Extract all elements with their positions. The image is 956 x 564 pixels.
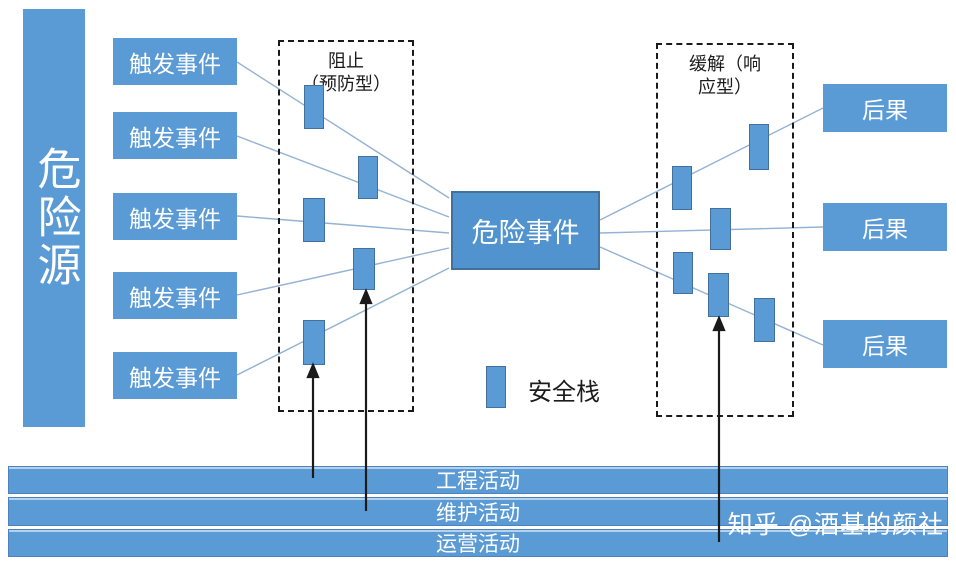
safety-barrier [749,124,769,170]
activity-bar-maintenance: 维护活动 [8,497,948,526]
safety-barrier [672,166,692,210]
trigger-event-box: 触发事件 [113,38,237,85]
activity-bar-operations: 运营活动 [8,529,948,557]
mitigation-label-line1: 缓解（响 [689,54,761,74]
safety-barrier-legend-swatch [486,366,506,408]
trigger-event-box: 触发事件 [113,193,237,240]
zhihu-watermark: 知乎 @酒基的颜社 [727,511,944,539]
prevention-barriers-group: 阻止 （预防型） [278,40,414,412]
safety-barrier [708,273,729,317]
prevention-label-line2: （预防型） [301,74,391,94]
prevention-label-line1: 阻止 [328,51,364,71]
hazard-source-box: 危险源 [23,9,85,427]
safety-barrier [358,156,378,199]
consequence-box: 后果 [823,203,947,251]
trigger-event-box: 触发事件 [113,352,237,399]
safety-barrier [710,208,731,250]
activity-bar-engineering: 工程活动 [8,466,948,494]
safety-barrier-legend-label: 安全栈 [528,379,600,406]
consequence-box: 后果 [823,320,947,368]
mitigation-label-line2: 应型） [698,77,752,97]
safety-barrier [303,198,325,242]
safety-barrier [754,298,775,342]
hazard-event-box: 危险事件 [451,191,600,270]
trigger-event-box: 触发事件 [113,112,237,159]
safety-barrier [673,252,693,294]
safety-barrier [303,320,325,365]
safety-barrier [353,248,375,290]
safety-barrier [304,85,324,129]
consequence-box: 后果 [823,84,947,132]
trigger-event-box: 触发事件 [113,272,237,319]
